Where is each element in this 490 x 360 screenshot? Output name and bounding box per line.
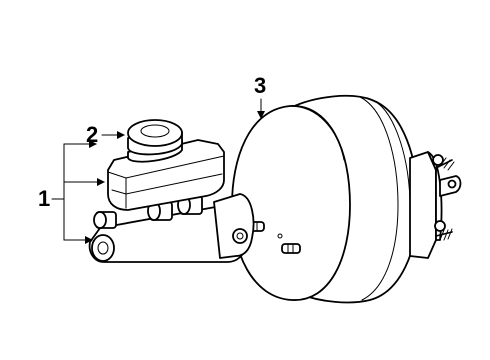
cylinder-flange bbox=[213, 193, 255, 259]
booster-stud-lower bbox=[281, 243, 301, 254]
clevis-bracket bbox=[439, 175, 462, 197]
master-cylinder bbox=[88, 139, 255, 263]
mounting-stud-top bbox=[432, 154, 455, 171]
callout-label-brake-booster: 3 bbox=[254, 73, 266, 98]
callout-1: 1 bbox=[38, 140, 105, 244]
mounting-plate bbox=[409, 151, 437, 259]
brake-booster bbox=[231, 95, 462, 304]
callout-label-reservoir-cap: 2 bbox=[86, 122, 98, 147]
callout-label-master-cylinder: 1 bbox=[38, 186, 50, 211]
brake-port-front bbox=[93, 211, 117, 229]
cylinder-end-cap bbox=[91, 234, 115, 262]
callout-3: 3 bbox=[254, 73, 266, 119]
reservoir-cap bbox=[127, 119, 183, 156]
callout-2: 2 bbox=[86, 122, 125, 147]
mounting-stud-bottom bbox=[434, 220, 453, 241]
